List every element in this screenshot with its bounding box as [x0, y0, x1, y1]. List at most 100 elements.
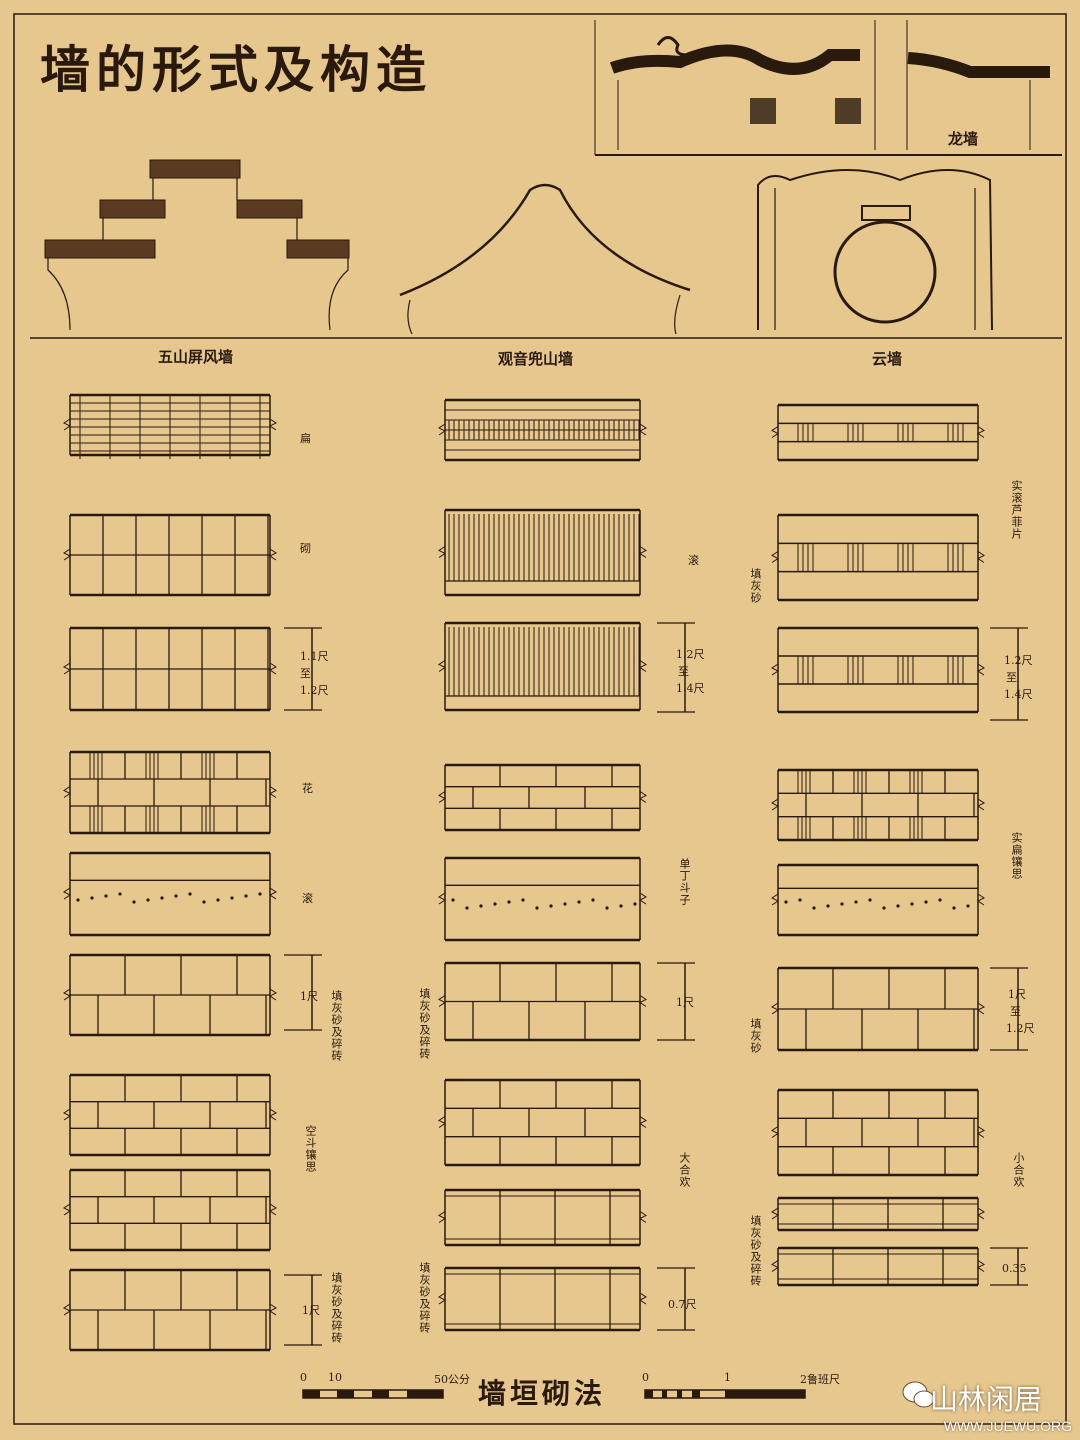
label: 小合欢 [1012, 1152, 1025, 1188]
rubble-fill [104, 894, 108, 898]
brick-panel-brick [63, 1168, 277, 1252]
break-mark [63, 662, 71, 675]
break-mark [438, 546, 446, 558]
brick-panel-frame [771, 1246, 985, 1287]
rubble-fill [854, 900, 858, 904]
fill-note: 填灰砂及碎砖 [330, 990, 343, 1062]
break-mark [438, 1116, 446, 1128]
dim-label: 0.35 [1002, 1262, 1027, 1275]
lattice-window [835, 98, 861, 124]
label: 大合欢 [678, 1152, 691, 1188]
brick-panel-flemish [771, 768, 985, 842]
dim-label: 1.1尺 [300, 650, 329, 663]
cloud-wall-caption: 云墙 [872, 350, 903, 368]
plaque [861, 205, 911, 221]
roof-cap [149, 159, 241, 179]
break-mark [438, 1211, 446, 1223]
fill-note: 填灰砂及碎砖 [749, 1215, 762, 1287]
break-mark [639, 1292, 647, 1305]
dim-label: 1.4尺 [676, 682, 705, 695]
roof-cap [99, 199, 166, 219]
rubble-fill [535, 906, 539, 910]
break-mark [771, 663, 779, 676]
break-mark [269, 1203, 277, 1216]
rubble-fill [952, 906, 956, 910]
rubble-fill [591, 898, 595, 902]
roof-cap [44, 239, 156, 259]
label: 滚 [302, 892, 313, 905]
rubble-fill [258, 892, 262, 896]
break-mark [639, 423, 647, 436]
rubble-fill [924, 900, 928, 904]
break-mark [639, 995, 647, 1007]
break-mark [63, 1203, 71, 1216]
break-mark [639, 660, 647, 672]
rubble-fill [465, 906, 469, 910]
rubble-fill [577, 900, 581, 904]
scale-segment [645, 1390, 653, 1398]
rubble-fill [798, 898, 802, 902]
rubble-fill [605, 906, 609, 910]
rubble-fill [882, 906, 886, 910]
brick-panel-box [63, 1268, 277, 1352]
wall-outline [47, 178, 349, 331]
brick-panel-rowlock [438, 508, 647, 597]
five-peak-wall-caption: 五山屏风墙 [158, 348, 234, 366]
brick-panel-rubble [771, 863, 985, 937]
brick-panel-fine [63, 393, 277, 459]
brick-panel-brick [438, 1078, 647, 1167]
scale-segment [407, 1390, 443, 1398]
break-mark [269, 1108, 277, 1121]
break-mark [639, 546, 647, 558]
break-mark [63, 786, 71, 798]
break-mark [63, 887, 71, 900]
dim-label: 至 [1006, 671, 1017, 684]
dim-label: 1.4尺 [1004, 688, 1033, 701]
scale-tick: 0 [642, 1371, 649, 1384]
wall-outline [407, 294, 681, 335]
break-mark [977, 1207, 985, 1220]
label: 花 [302, 782, 313, 795]
dragon-head-ornament [656, 36, 689, 57]
dim-label: 至 [678, 665, 689, 678]
label: 空斗镶思 [304, 1125, 317, 1173]
scale-tick: 1 [724, 1371, 731, 1384]
break-mark [977, 426, 985, 438]
scale-segment [662, 1390, 667, 1398]
break-mark [438, 791, 446, 803]
brick-panel-block [63, 626, 277, 712]
watermark-name: 山林闲居 [929, 1383, 1042, 1416]
brick-panel-frame [438, 1188, 647, 1247]
break-mark [269, 548, 277, 561]
moon-gate [833, 220, 937, 324]
rubble-fill [132, 900, 136, 904]
rubble-fill [244, 894, 248, 898]
rubble-fill [549, 904, 553, 908]
fill-note: 填灰砂及碎砖 [418, 1262, 431, 1334]
roof-cap [236, 199, 303, 219]
break-mark [63, 1303, 71, 1316]
brick-panel-brick [438, 763, 647, 832]
dim-label: 1.2尺 [300, 684, 329, 697]
rubble-fill [202, 900, 206, 904]
guanyin-gable [399, 183, 691, 297]
scale-segment [692, 1390, 700, 1398]
dim-label: 1.2尺 [1004, 654, 1033, 667]
dragon-wall-caption: 龙墙 [948, 130, 979, 148]
break-mark [438, 995, 446, 1007]
break-mark [639, 1116, 647, 1128]
scale-tick: 10 [328, 1371, 342, 1384]
label: 实滚芦菲片 [1010, 480, 1023, 540]
watermark-site: WWW.JUEWU.ORG [943, 1418, 1072, 1434]
rubble-fill [896, 904, 900, 908]
brick-panel-frame [438, 1266, 647, 1332]
lattice-window [750, 98, 776, 124]
roof-cap [286, 239, 350, 259]
break-mark [63, 988, 71, 1001]
rubble-fill [563, 902, 567, 906]
rubble-fill [493, 902, 497, 906]
scale-segment [303, 1390, 320, 1398]
rubble-fill [812, 906, 816, 910]
scale-segment [677, 1390, 682, 1398]
